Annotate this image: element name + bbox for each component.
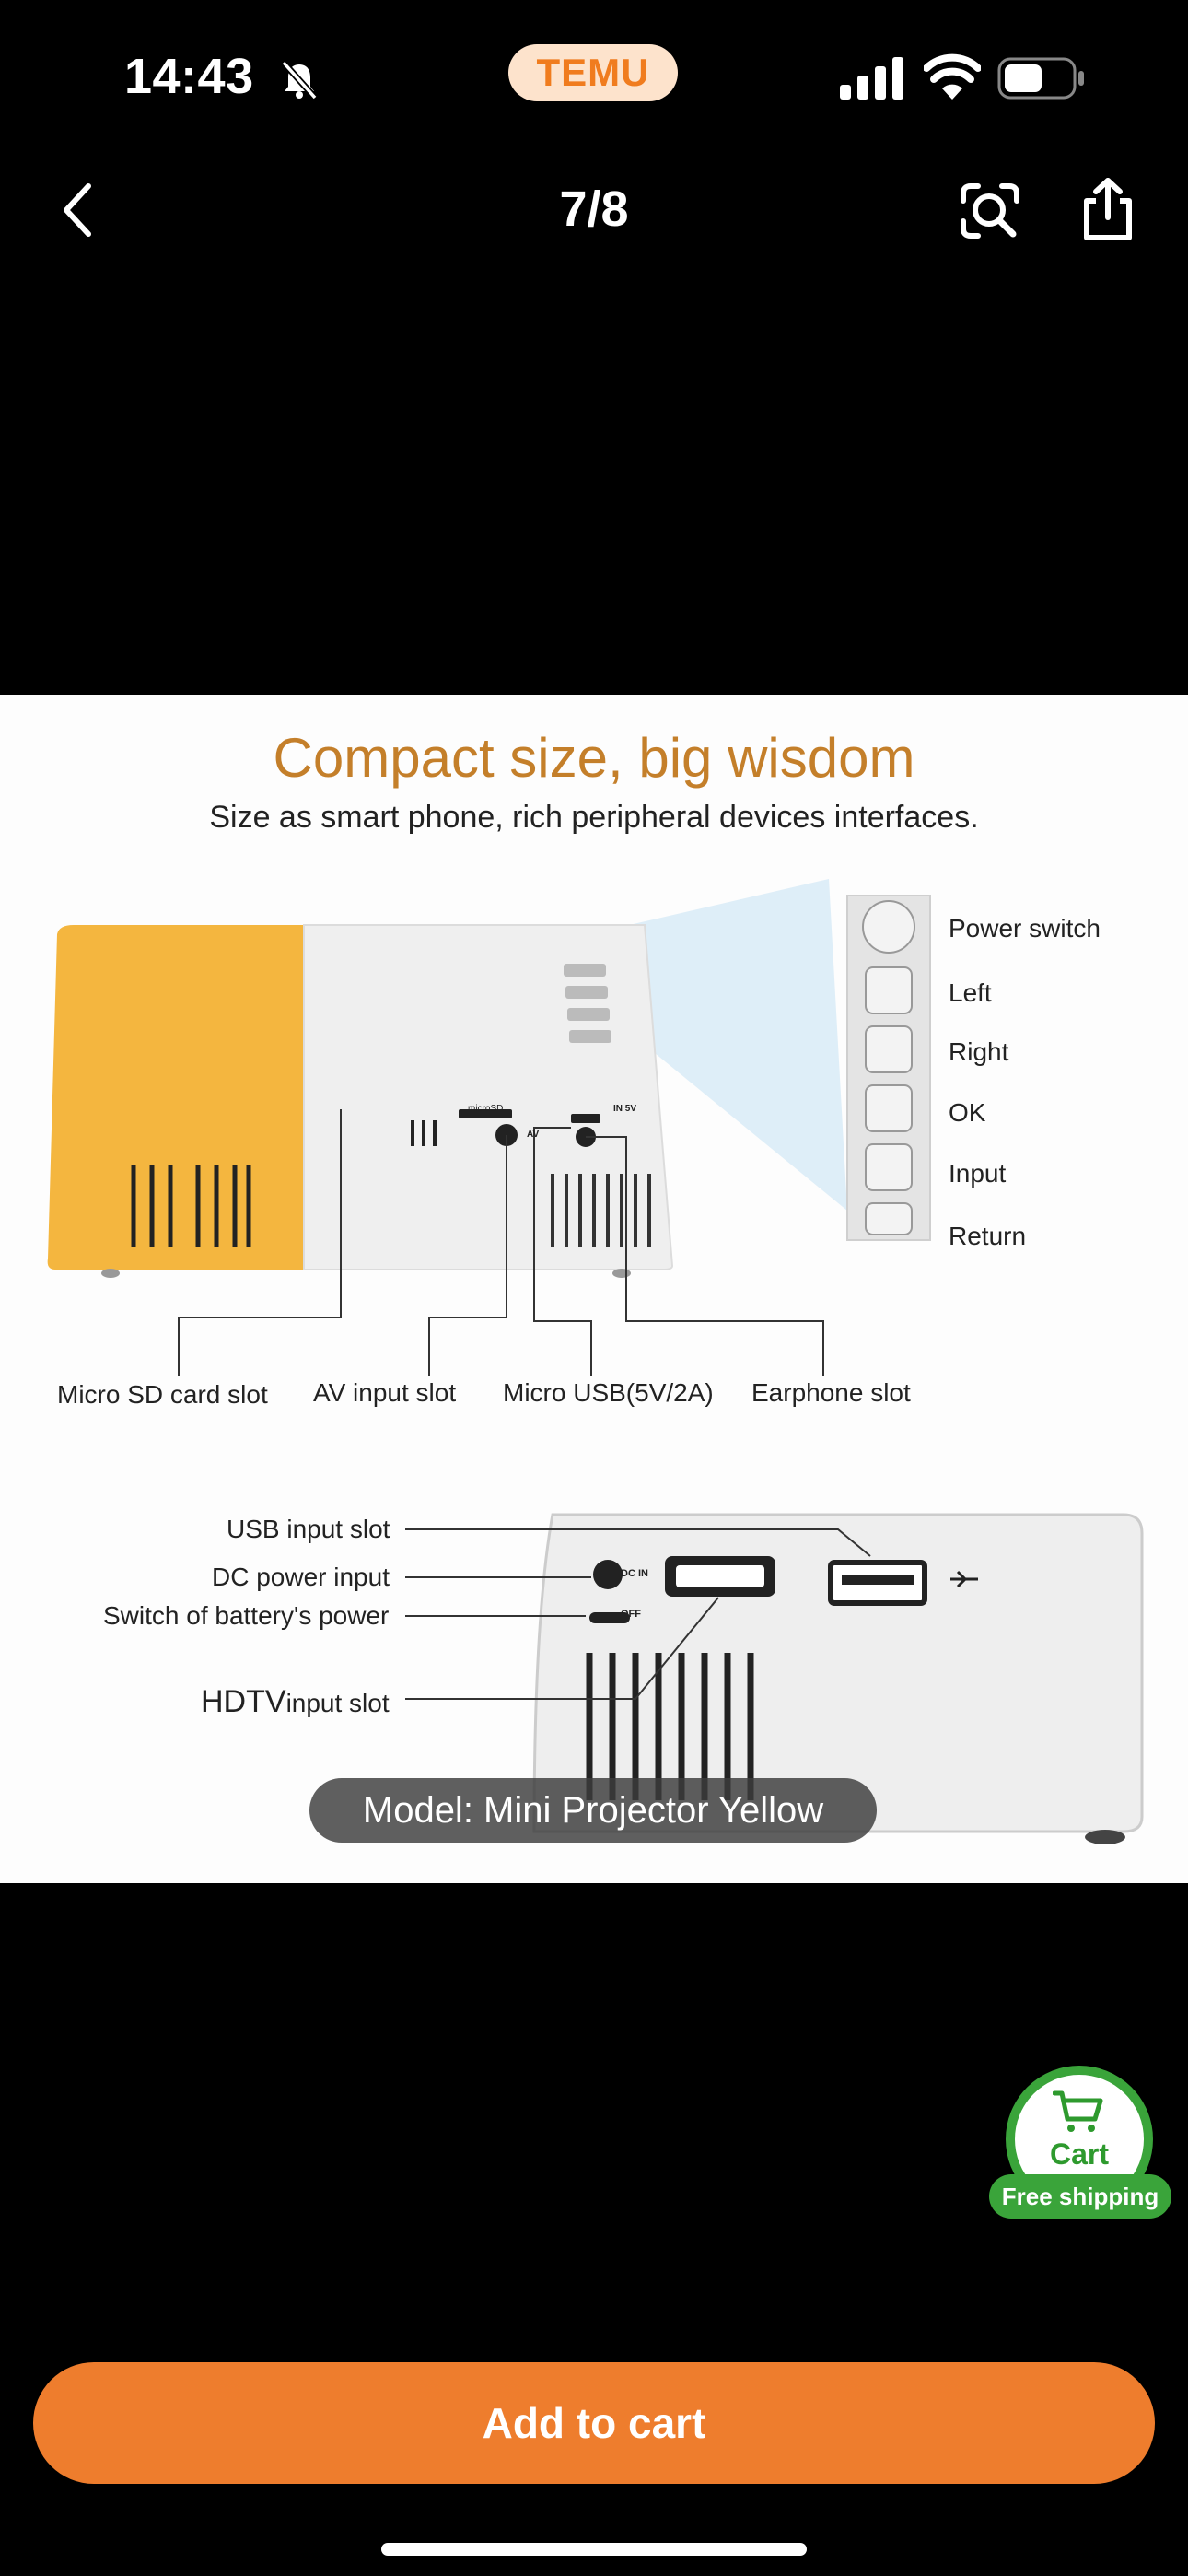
wifi-icon: [924, 53, 981, 100]
label-earphone: Earphone slot: [751, 1378, 911, 1407]
label-hdtv: HDTVinput slot: [201, 1684, 390, 1720]
cart-label: Cart: [1049, 2137, 1109, 2171]
projector-diagram: [47, 879, 1144, 1844]
product-headline: Compact size, big wisdom: [273, 727, 915, 789]
mark-av: AV: [527, 1130, 540, 1140]
mark-in5v: IN 5V: [613, 1104, 637, 1114]
mark-microsd: microSD: [468, 1104, 504, 1114]
mark-off: OFF: [621, 1609, 641, 1620]
label-return: Return: [949, 1222, 1027, 1250]
status-time: 14:43: [124, 49, 254, 104]
shopping-cart-icon: [1053, 2090, 1103, 2132]
battery-icon: [997, 57, 1084, 100]
image-search-icon[interactable]: [958, 181, 1022, 241]
label-left: Left: [949, 978, 992, 1007]
label-micro-sd: Micro SD card slot: [57, 1380, 268, 1409]
image-counter: 7/8: [559, 181, 629, 237]
add-to-cart-button[interactable]: Add to cart: [33, 2362, 1155, 2484]
temu-brand-pill[interactable]: TEMU: [508, 44, 678, 101]
label-battery-switch: Switch of battery's power: [103, 1601, 390, 1630]
back-chevron-icon[interactable]: [57, 181, 99, 240]
label-hdtv-prefix: HDTV: [201, 1684, 286, 1719]
label-power-switch: Power switch: [949, 914, 1101, 943]
label-micro-usb: Micro USB(5V/2A): [503, 1378, 714, 1407]
label-right: Right: [949, 1037, 1009, 1066]
mark-dc-in: DC IN: [621, 1568, 648, 1579]
bell-muted-icon: [281, 60, 318, 100]
product-subline: Size as smart phone, rich peripheral dev…: [209, 800, 979, 835]
label-input: Input: [949, 1159, 1007, 1188]
label-usb-input: USB input slot: [227, 1515, 390, 1543]
cellular-signal-icon: [840, 57, 903, 100]
share-icon[interactable]: [1079, 177, 1136, 243]
home-indicator[interactable]: [381, 2543, 807, 2556]
label-dc-power: DC power input: [212, 1563, 390, 1591]
label-ok: OK: [949, 1098, 986, 1127]
label-hdtv-suffix: input slot: [285, 1689, 390, 1717]
model-variant-pill[interactable]: Model: Mini Projector Yellow: [309, 1778, 877, 1843]
free-shipping-badge: Free shipping: [989, 2174, 1171, 2219]
label-av-input: AV input slot: [313, 1378, 457, 1407]
